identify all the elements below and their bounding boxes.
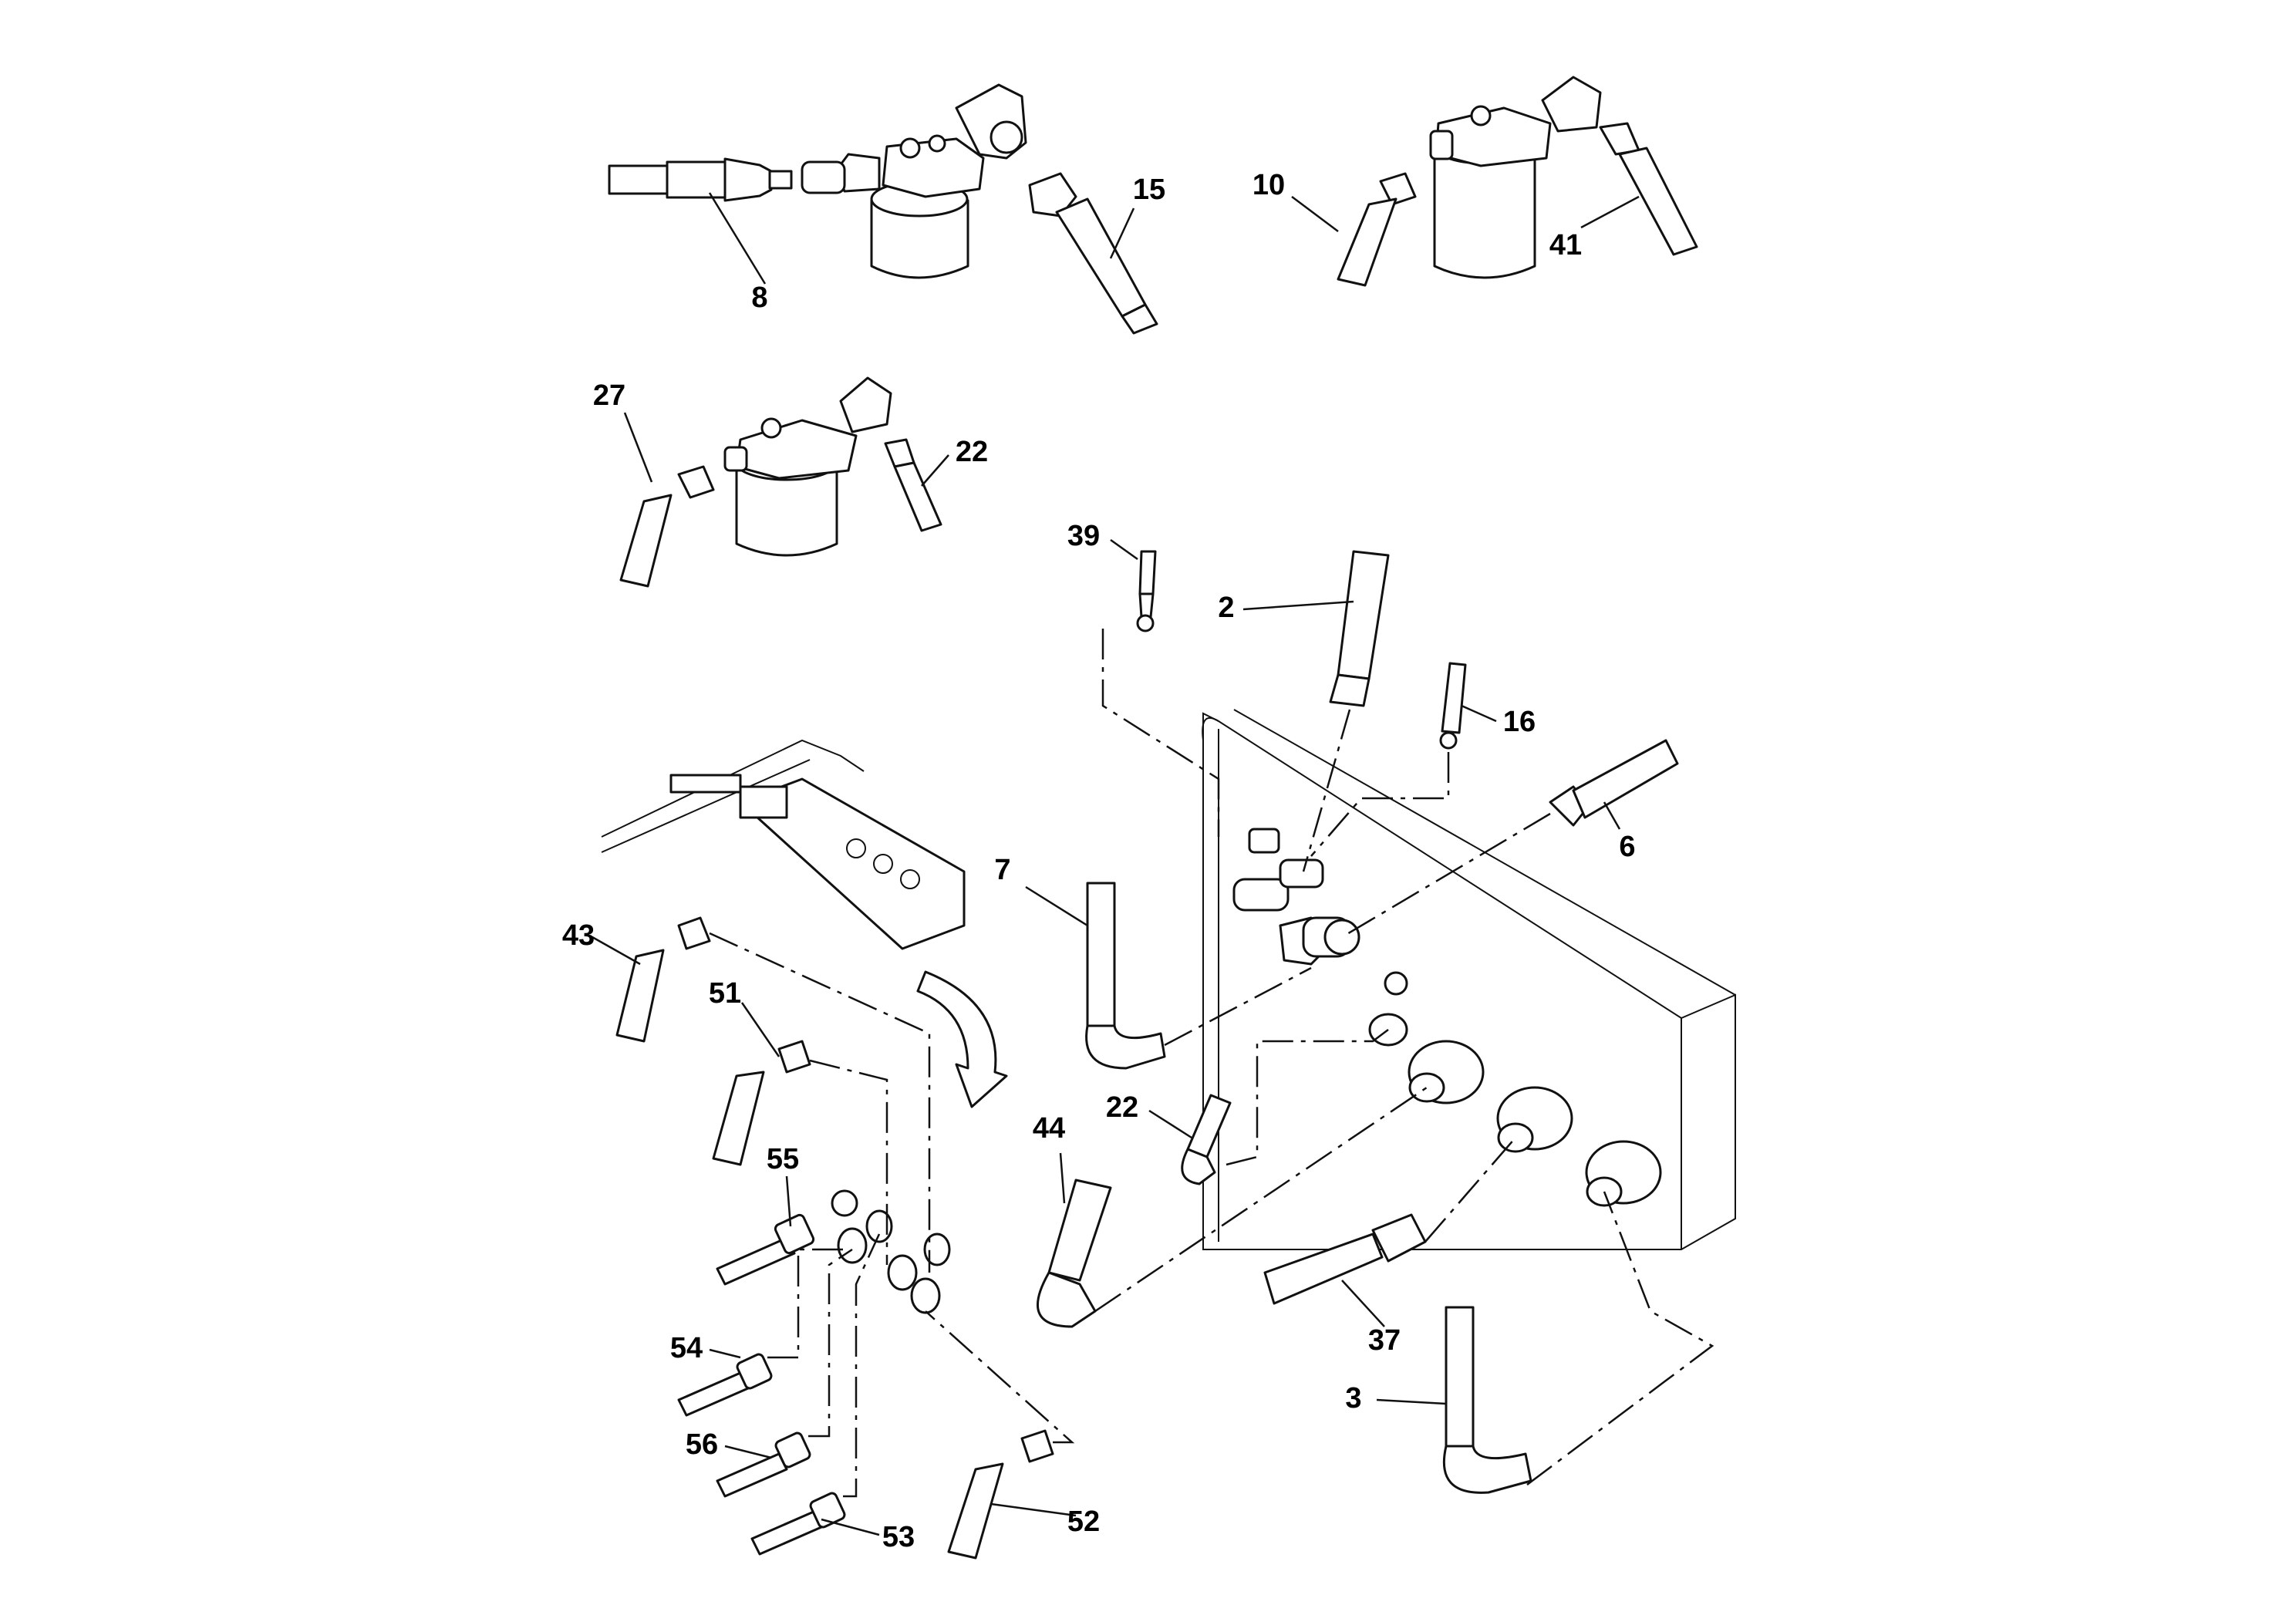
hose-16: [1439, 662, 1467, 750]
callout-3: 3: [1345, 1382, 1361, 1415]
callout-37: 37: [1368, 1324, 1401, 1357]
filter-assembly-middle-left: [619, 376, 942, 588]
callout-51: 51: [709, 977, 741, 1010]
connection-lines: [709, 629, 1714, 1498]
hose-44: [1037, 1179, 1112, 1328]
adapter-53: [750, 1492, 846, 1556]
callout-39: 39: [1067, 520, 1100, 552]
callout-41: 41: [1549, 229, 1582, 261]
callout-22-lower: 22: [1106, 1091, 1138, 1124]
manifold-block: [601, 739, 1008, 1108]
callout-56: 56: [686, 1428, 718, 1461]
hose-37: [1263, 1213, 1427, 1305]
callout-8: 8: [751, 282, 767, 314]
callout-52: 52: [1067, 1506, 1100, 1538]
hose-3: [1442, 1306, 1532, 1494]
callout-53: 53: [882, 1521, 915, 1553]
filter-assembly-top-left: [608, 83, 1158, 335]
callout-55: 55: [767, 1143, 799, 1175]
callout-labels: 8 15 10 41 27 22 39 2 16 6 7 43 51 55 44…: [562, 169, 1636, 1553]
fittings-cluster: [837, 1209, 951, 1314]
callout-15: 15: [1133, 174, 1165, 206]
adapter-54: [677, 1353, 773, 1417]
callout-44: 44: [1033, 1112, 1065, 1145]
filter-assembly-top-right: [1337, 76, 1698, 287]
hose-52: [947, 1429, 1054, 1560]
callout-10: 10: [1253, 169, 1285, 201]
hose-39: [1136, 550, 1157, 632]
callout-6: 6: [1619, 831, 1635, 863]
callout-22-upper: 22: [956, 436, 988, 468]
callout-2: 2: [1218, 592, 1234, 624]
hose-43: [615, 916, 711, 1043]
callout-7: 7: [994, 854, 1010, 886]
callout-54: 54: [670, 1332, 703, 1364]
callout-16: 16: [1503, 706, 1536, 738]
callout-27: 27: [593, 379, 625, 412]
hose-22-lower: [1181, 1094, 1232, 1185]
leader-lines: [592, 192, 1640, 1536]
hose-6: [1549, 739, 1679, 827]
hose-7: [1085, 882, 1166, 1070]
callout-43: 43: [562, 919, 595, 952]
adapter-55: [716, 1189, 858, 1286]
main-housing: [1202, 709, 1736, 1250]
hose-51: [712, 1040, 811, 1166]
hose-2: [1329, 550, 1390, 707]
adapter-56: [716, 1431, 811, 1498]
